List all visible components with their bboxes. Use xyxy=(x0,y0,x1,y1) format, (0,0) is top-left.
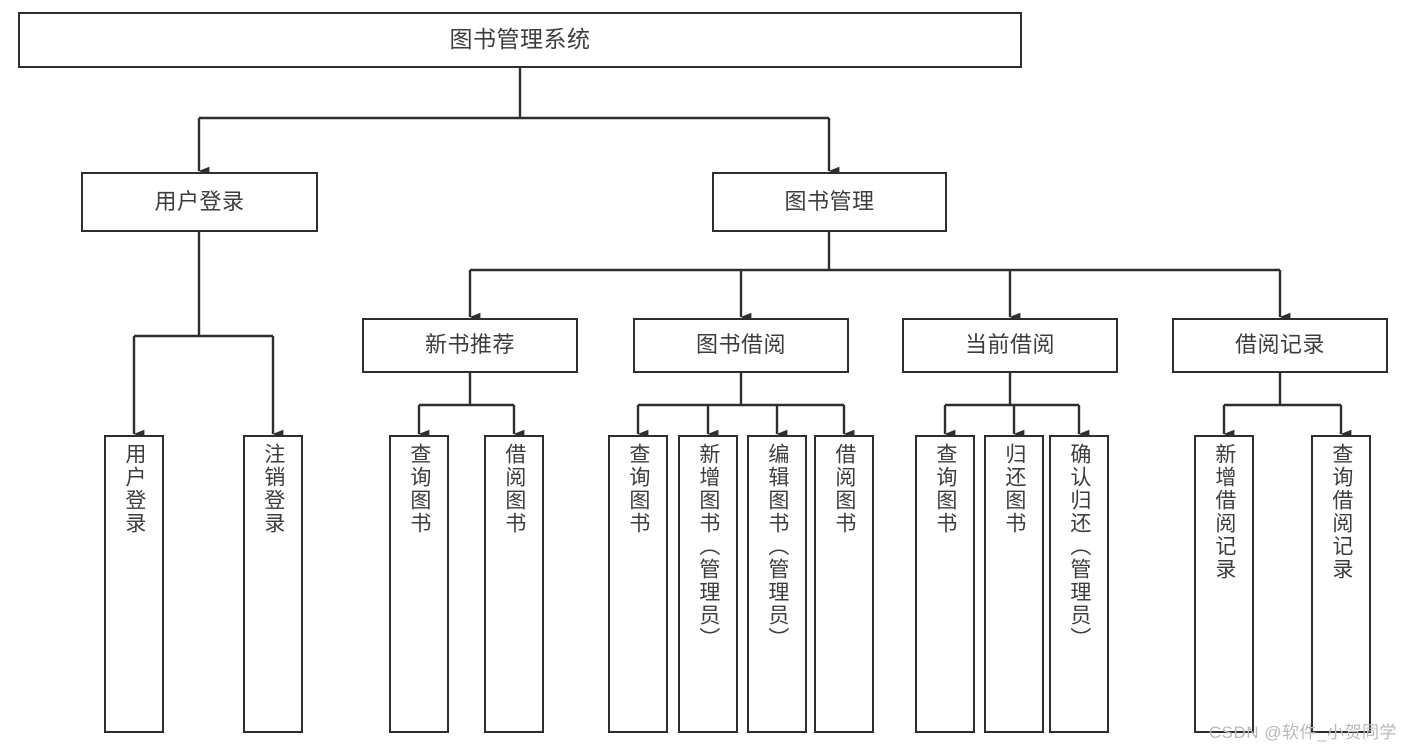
node-label-leaf-new-1: 查询图书 xyxy=(407,443,431,535)
node-label-leaf-cur-2: 归还图书 xyxy=(1002,443,1026,535)
node-login[interactable]: 用户登录 xyxy=(81,172,318,232)
node-leaf-new-2[interactable]: 借阅图书 xyxy=(484,435,544,733)
node-label-leaf-bor-4: 借阅图书 xyxy=(832,443,856,535)
node-label-login: 用户登录 xyxy=(154,188,245,214)
node-records[interactable]: 借阅记录 xyxy=(1172,318,1388,373)
node-leaf-cur-1[interactable]: 查询图书 xyxy=(915,435,975,733)
node-leaf-bor-2[interactable]: 新增图书（管理员） xyxy=(678,435,738,733)
node-leaf-cur-2[interactable]: 归还图书 xyxy=(984,435,1044,733)
node-label-leaf-cur-3: 确认归还（管理员） xyxy=(1067,443,1091,650)
node-label-leaf-bor-3: 编辑图书（管理员） xyxy=(765,443,789,650)
node-label-leaf-bor-1: 查询图书 xyxy=(626,443,650,535)
node-leaf-bor-4[interactable]: 借阅图书 xyxy=(814,435,874,733)
node-label-leaf-rec-2: 查询借阅记录 xyxy=(1329,443,1353,581)
node-label-borrow: 图书借阅 xyxy=(695,332,786,358)
node-newbook[interactable]: 新书推荐 xyxy=(362,318,578,373)
node-root[interactable]: 图书管理系统 xyxy=(18,12,1022,68)
node-bookmgmt[interactable]: 图书管理 xyxy=(712,172,947,232)
node-label-root: 图书管理系统 xyxy=(449,26,591,53)
node-leaf-bor-1[interactable]: 查询图书 xyxy=(608,435,668,733)
node-label-leaf-new-2: 借阅图书 xyxy=(502,443,526,535)
node-leaf-new-1[interactable]: 查询图书 xyxy=(389,435,449,733)
node-label-leaf-login-1: 用户登录 xyxy=(122,443,146,535)
node-label-leaf-cur-1: 查询图书 xyxy=(933,443,957,535)
node-label-leaf-rec-1: 新增借阅记录 xyxy=(1212,443,1236,581)
node-leaf-bor-3[interactable]: 编辑图书（管理员） xyxy=(747,435,807,733)
node-leaf-login-1[interactable]: 用户登录 xyxy=(104,435,164,733)
node-label-bookmgmt: 图书管理 xyxy=(784,188,875,214)
watermark-text: CSDN @软件_小贺同学 xyxy=(1208,723,1397,742)
node-current[interactable]: 当前借阅 xyxy=(902,318,1118,373)
node-label-current: 当前借阅 xyxy=(964,332,1055,358)
node-leaf-rec-1[interactable]: 新增借阅记录 xyxy=(1194,435,1254,733)
node-leaf-rec-2[interactable]: 查询借阅记录 xyxy=(1311,435,1371,733)
node-borrow[interactable]: 图书借阅 xyxy=(633,318,849,373)
node-leaf-cur-3[interactable]: 确认归还（管理员） xyxy=(1049,435,1109,733)
node-label-newbook: 新书推荐 xyxy=(424,332,515,358)
node-leaf-login-2[interactable]: 注销登录 xyxy=(243,435,303,733)
node-label-records: 借阅记录 xyxy=(1234,332,1325,358)
node-label-leaf-login-2: 注销登录 xyxy=(261,443,285,535)
node-label-leaf-bor-2: 新增图书（管理员） xyxy=(696,443,720,650)
